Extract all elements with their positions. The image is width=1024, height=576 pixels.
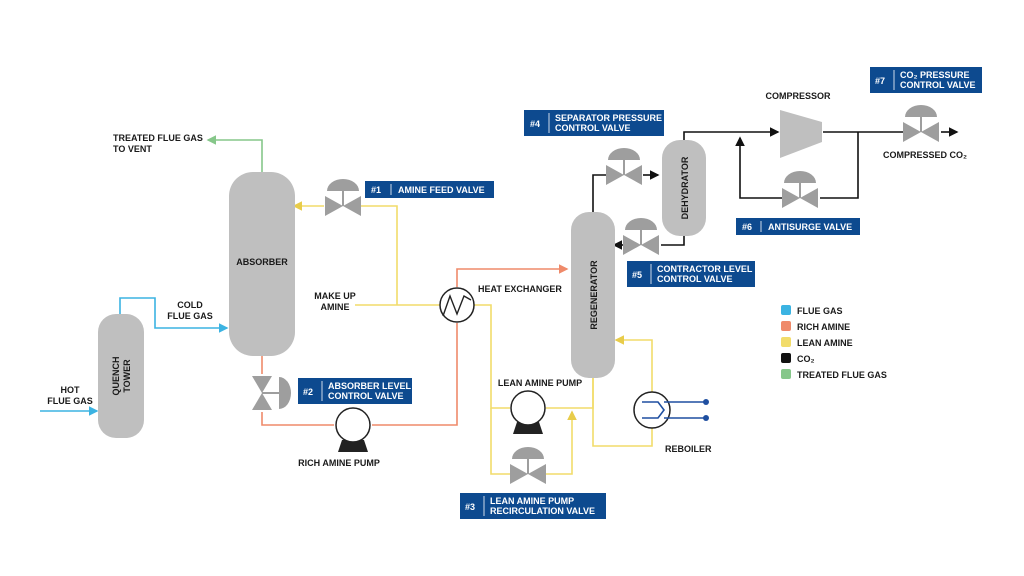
rich-amine-pipe (261, 412, 334, 426)
heat-exchanger: HEAT EXCHANGER (439, 284, 562, 323)
make-up-amine-label: AMINE (321, 302, 350, 312)
legend-label: CO₂ (797, 354, 815, 364)
valve-badge-text: ANTISURGE VALVE (768, 222, 852, 232)
legend-label: LEAN AMINE (797, 338, 853, 348)
pipes (40, 127, 959, 475)
heat-exchanger-label: HEAT EXCHANGER (478, 284, 562, 294)
hot-flue-gas-label: FLUE GAS (47, 396, 93, 406)
make-up-label: MAKE UP (314, 291, 356, 301)
amine-feed-valve[interactable] (325, 179, 361, 216)
lean-amine-pump-label: LEAN AMINE PUMP (498, 378, 582, 388)
legend-swatch (781, 369, 791, 379)
recirculation-return-pipe (546, 410, 577, 475)
dehydrator-vessel: DEHYDRATOR (662, 140, 706, 236)
valve-badge-7: #7 CO₂ PRESSURE CONTROL VALVE (870, 67, 982, 93)
valve-badge-text: AMINE FEED VALVE (398, 185, 485, 195)
reboiler-return-pipe (614, 335, 653, 398)
tower-label: TOWER (122, 359, 132, 393)
quench-label: QUENCH (111, 356, 121, 395)
valve-badge-number: #6 (742, 222, 752, 232)
regenerator-overhead-pipe (592, 174, 606, 213)
legend-swatch (781, 337, 791, 347)
absorber-label: ABSORBER (236, 257, 288, 267)
valve-badge-text-2: CONTROL VALVE (657, 274, 733, 284)
legend-label: RICH AMINE (797, 322, 850, 332)
rich-amine-pump-discharge-pipe (372, 323, 458, 426)
valve-badge-text: SEPARATOR PRESSURE (555, 113, 662, 123)
reboiler-label: REBOILER (665, 444, 712, 454)
regenerator-label: REGENERATOR (589, 260, 599, 330)
legend-swatch (781, 353, 791, 363)
amine-feed-pipe (361, 205, 398, 305)
compressor-label: COMPRESSOR (765, 91, 831, 101)
valve-badge-number: #7 (875, 76, 885, 86)
antisurge-return-pipe (735, 136, 782, 199)
valve-badge-number: #2 (303, 387, 313, 397)
dehydrator-label: DEHYDRATOR (680, 156, 690, 219)
rich-amine-pump-label: RICH AMINE PUMP (298, 458, 380, 468)
legend-item-rich-amine: RICH AMINE (781, 321, 850, 332)
valve-badge-6: #6 ANTISURGE VALVE (736, 218, 860, 235)
lean-amine-return-pipe (471, 304, 510, 409)
antisurge-loop-pipe (820, 132, 859, 199)
absorber-level-control-valve[interactable] (252, 376, 291, 410)
to-vent-label: TO VENT (113, 144, 152, 154)
valve-badge-4: #4 SEPARATOR PRESSURE CONTROL VALVE (524, 110, 664, 136)
valve-badge-text-2: CONTROL VALVE (900, 80, 976, 90)
valve-badge-text: LEAN AMINE PUMP (490, 496, 574, 506)
recirculation-pipe (490, 408, 510, 475)
legend-swatch (781, 305, 791, 315)
rich-amine-pump: RICH AMINE PUMP (298, 407, 380, 468)
valve-badge-text: CONTRACTOR LEVEL (657, 264, 753, 274)
cold-flue-gas-label: FLUE GAS (167, 311, 213, 321)
legend-label: TREATED FLUE GAS (797, 370, 887, 380)
compressed-co2-label: COMPRESSED CO₂ (883, 150, 967, 160)
treated-flue-gas-pipe (206, 135, 263, 172)
cold-label: COLD (177, 300, 203, 310)
compressor-unit: COMPRESSOR (765, 91, 831, 158)
contractor-level-control-valve[interactable] (623, 218, 659, 255)
legend-label: FLUE GAS (797, 306, 843, 316)
antisurge-valve[interactable] (782, 171, 818, 208)
lean-amine-pump-recirculation-valve[interactable] (510, 447, 546, 484)
valve-badge-3: #3 LEAN AMINE PUMP RECIRCULATION VALVE (460, 493, 606, 519)
rich-amine-to-regenerator-pipe (456, 264, 569, 287)
legend: FLUE GAS RICH AMINE LEAN AMINE CO₂ TREAT… (781, 305, 887, 380)
valve-badge-text: ABSORBER LEVEL (328, 381, 412, 391)
lean-amine-pump: LEAN AMINE PUMP (498, 378, 582, 434)
legend-item-lean-amine: LEAN AMINE (781, 337, 853, 348)
valve-badge-2: #2 ABSORBER LEVEL CONTROL VALVE (298, 378, 412, 404)
regenerator-vessel: REGENERATOR (571, 212, 615, 378)
cold-flue-gas-pipe (119, 297, 229, 333)
valve-badge-5: #5 CONTRACTOR LEVEL CONTROL VALVE (627, 261, 755, 287)
co2-pressure-control-valve[interactable] (903, 105, 939, 142)
valve-badge-text-2: CONTROL VALVE (555, 123, 631, 133)
treated-flue-gas-label: TREATED FLUE GAS (113, 133, 203, 143)
hot-label: HOT (61, 385, 81, 395)
dehydrator-bottom-pipe (661, 234, 685, 246)
legend-item-flue-gas: FLUE GAS (781, 305, 843, 316)
absorber-vessel: ABSORBER (229, 172, 295, 356)
reboiler: REBOILER (633, 391, 712, 454)
valve-badge-number: #1 (371, 185, 381, 195)
valve-badge-text-2: RECIRCULATION VALVE (490, 506, 595, 516)
valve-badge-text-2: CONTROL VALVE (328, 391, 404, 401)
quench-tower-vessel: QUENCH TOWER (98, 314, 144, 438)
separator-pressure-control-valve[interactable] (606, 148, 642, 185)
legend-swatch (781, 321, 791, 331)
valve-badge-number: #5 (632, 270, 642, 280)
valve-badge-number: #4 (530, 119, 540, 129)
valve-badge-number: #3 (465, 502, 475, 512)
regenerator-bottom-pipe (592, 378, 653, 447)
dehydrator-top-pipe (683, 127, 780, 143)
valve-badge-text: CO₂ PRESSURE (900, 70, 970, 80)
valve-badge-1: #1 AMINE FEED VALVE (365, 181, 494, 198)
legend-item-co2: CO₂ (781, 353, 815, 364)
legend-item-treated-flue-gas: TREATED FLUE GAS (781, 369, 887, 380)
